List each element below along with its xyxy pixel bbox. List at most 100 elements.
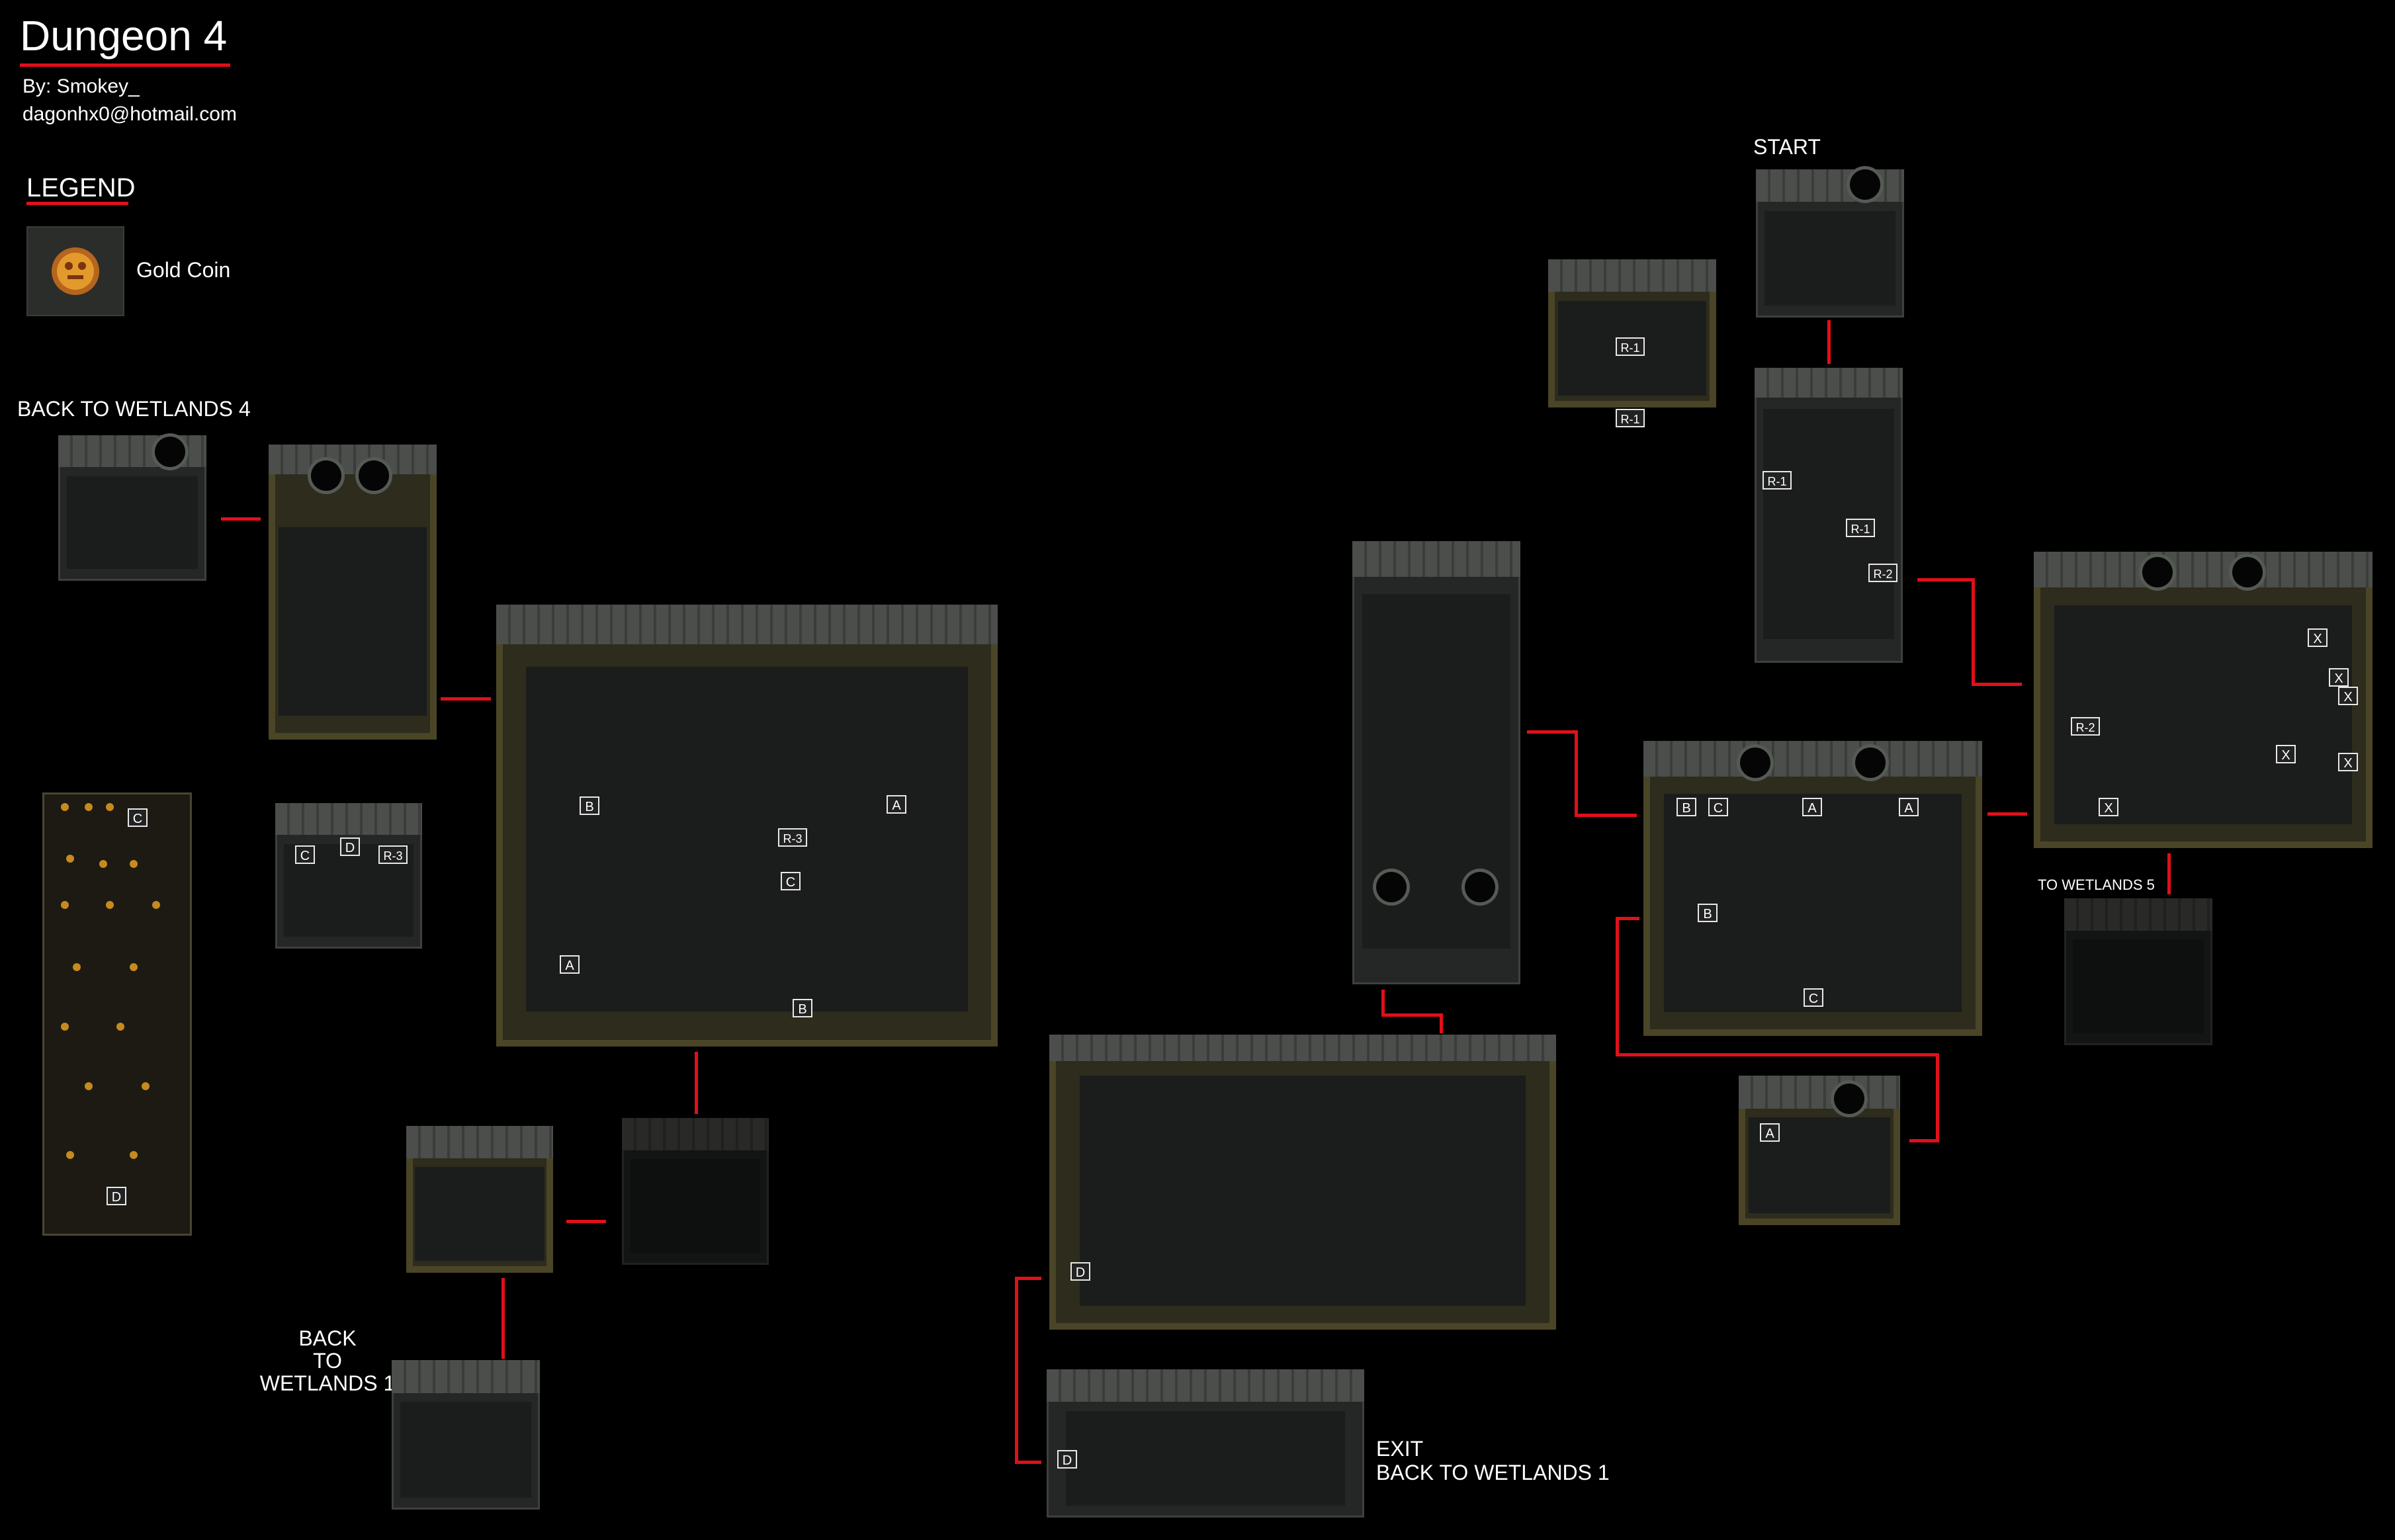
marker-r3: R-3 <box>378 845 408 864</box>
connector-line <box>1827 320 1831 364</box>
marker-x: X <box>2338 753 2358 771</box>
marker-r1: R-1 <box>1616 337 1645 356</box>
gold-coin-icon <box>73 963 81 971</box>
marker-d: D <box>1057 1450 1077 1469</box>
room-far-east <box>2034 552 2373 848</box>
connector-line <box>566 1220 606 1223</box>
marker-x: X <box>2338 687 2358 705</box>
room-central-maze <box>1049 1035 1556 1330</box>
gold-coin-icon <box>130 963 138 971</box>
marker-d: D <box>340 837 360 856</box>
marker-a: A <box>1760 1123 1780 1142</box>
room-east-hall <box>1643 741 1982 1036</box>
marker-a: A <box>1802 798 1822 816</box>
gold-coin-icon <box>116 1023 124 1031</box>
room-exit-hall <box>1047 1369 1364 1518</box>
marker-r1: R-1 <box>1616 409 1645 427</box>
gold-coin-icon <box>106 901 114 909</box>
connector-line <box>1015 1277 1041 1280</box>
author-credit: By: Smokey_ <box>22 75 140 97</box>
pit-icon <box>2232 557 2263 587</box>
connector-line <box>695 1052 698 1114</box>
legend-underline <box>26 202 128 205</box>
connector-line <box>1381 990 1385 1016</box>
label-back-to-wetlands-1: BACK TO WETLANDS 1 <box>251 1327 404 1394</box>
label-start: START <box>1753 135 1821 159</box>
connector-line <box>1616 917 1619 1056</box>
connector-line <box>441 697 491 701</box>
marker-a: A <box>1899 798 1919 816</box>
room-east-small <box>1739 1076 1900 1225</box>
room-small-west <box>275 803 422 949</box>
room-southwest-1 <box>406 1126 553 1273</box>
marker-r2: R-2 <box>2071 717 2100 736</box>
gold-coin-icon <box>106 803 114 811</box>
connector-line <box>1917 578 1974 581</box>
connector-line <box>1987 812 2027 816</box>
gold-coin-icon <box>142 1082 150 1090</box>
pit-icon <box>1850 169 1880 200</box>
marker-c: C <box>1708 798 1728 816</box>
marker-a: A <box>887 795 906 814</box>
marker-r1: R-1 <box>1763 471 1792 490</box>
marker-c: C <box>128 808 148 827</box>
marker-b: B <box>580 796 599 815</box>
pit-icon <box>1834 1084 1864 1114</box>
room-west-hall <box>496 605 998 1047</box>
pit-icon <box>1376 872 1407 902</box>
marker-a: A <box>560 955 580 974</box>
marker-r3: R-3 <box>778 828 807 847</box>
room-to-wetlands-5 <box>2064 898 2212 1045</box>
gold-coin-icon <box>152 901 160 909</box>
label-line: WETLANDS 1 <box>259 1371 396 1395</box>
gold-coin-icon <box>99 860 107 868</box>
pit-icon <box>1740 748 1770 778</box>
room-start <box>1756 169 1904 318</box>
connector-line <box>1381 1013 1442 1017</box>
connector-line <box>1575 814 1637 817</box>
author-email: dagonhx0@hotmail.com <box>22 103 237 125</box>
pit-icon <box>2142 557 2173 587</box>
connector-line <box>1972 683 2022 686</box>
marker-b: B <box>1676 798 1696 816</box>
connector-line <box>1972 578 1975 685</box>
room-r1-secret <box>1548 259 1716 407</box>
legend-title: LEGEND <box>26 173 136 202</box>
gold-coin-icon <box>61 803 69 811</box>
pit-icon <box>1465 872 1495 902</box>
label-line: TO <box>313 1349 342 1373</box>
marker-b: B <box>793 999 812 1017</box>
connector-line <box>1440 1013 1443 1033</box>
gold-coin-icon <box>130 1151 138 1159</box>
connector-line <box>1936 1053 1939 1142</box>
marker-c: C <box>1804 988 1823 1007</box>
label-to-wetlands-5: TO WETLANDS 5 <box>2038 877 2155 893</box>
label-line: EXIT <box>1376 1437 1424 1461</box>
marker-r2: R-2 <box>1868 564 1897 582</box>
gold-coin-icon <box>61 1023 69 1031</box>
marker-d: D <box>107 1187 126 1205</box>
gold-coin-icon <box>66 1151 74 1159</box>
connector-line <box>1909 1139 1939 1142</box>
marker-x: X <box>2099 798 2118 816</box>
title-underline <box>20 64 230 67</box>
connector-line <box>1527 730 1577 734</box>
connector-line <box>2167 853 2171 894</box>
marker-c: C <box>781 872 801 890</box>
label-line: BACK <box>298 1326 357 1350</box>
marker-r1: R-1 <box>1846 519 1875 537</box>
label-back-to-wetlands-4: BACK TO WETLANDS 4 <box>17 397 251 421</box>
connector-line <box>221 517 261 521</box>
map-title: Dungeon 4 <box>20 12 228 60</box>
room-north-stack <box>1755 368 1903 663</box>
marker-x: X <box>2329 668 2349 687</box>
pit-icon <box>155 437 185 467</box>
gold-coin-icon <box>85 1082 93 1090</box>
gold-coin-icon <box>85 803 93 811</box>
room-coin-vault <box>42 792 192 1236</box>
connector-line <box>1015 1461 1041 1464</box>
gold-coin-icon <box>61 901 69 909</box>
gold-coin-icon <box>26 226 124 316</box>
room-southwest-exit <box>392 1360 540 1510</box>
room-central-tower <box>1352 541 1520 984</box>
